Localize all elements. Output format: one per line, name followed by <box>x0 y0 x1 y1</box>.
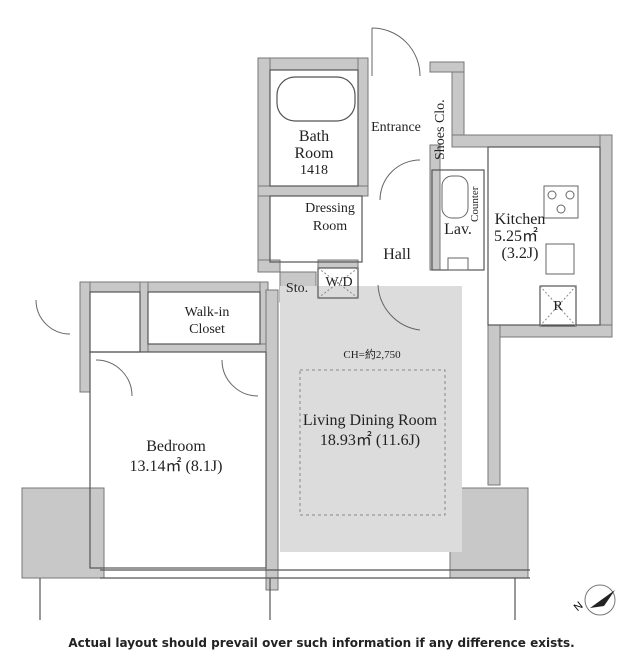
refrigerator-mark <box>539 285 577 327</box>
hall-label: Hall <box>383 246 411 263</box>
walkin-label-1: Walk-in <box>185 305 230 320</box>
bath-label-1: Bath <box>299 128 329 145</box>
living-rug-outline <box>299 369 446 516</box>
compass-icon: N <box>572 584 616 616</box>
bathtub <box>276 76 356 122</box>
lav-label: Lav. <box>444 221 472 238</box>
dressing-label-1: Dressing <box>305 201 355 216</box>
ceiling-height-label: CH=約2,750 <box>343 347 401 361</box>
bath-label-2: Room <box>294 145 334 162</box>
walls <box>21 57 613 591</box>
living-floor <box>280 286 462 552</box>
kitchen-fixtures <box>441 175 579 275</box>
door-swings <box>35 27 421 397</box>
washer-mark <box>317 267 359 299</box>
kitchen-label-1: Kitchen <box>495 211 546 228</box>
living-label-1: Living Dining Room <box>303 412 438 429</box>
compass-north-label: N <box>572 600 586 614</box>
kitchen-label-2: 5.25㎡ <box>494 227 538 245</box>
dressing-label-2: Room <box>313 219 347 234</box>
entrance-label: Entrance <box>371 120 421 135</box>
walkin-label-2: Closet <box>189 322 225 337</box>
counter-label: Counter <box>469 186 481 222</box>
wd-label: W/D <box>325 275 352 290</box>
living-label-2: 18.93㎡ (11.6J) <box>320 431 420 449</box>
interior-lines <box>39 69 601 620</box>
shoes-closet-label: Shoes Clo. <box>433 99 448 160</box>
storage-label: Sto. <box>286 281 308 296</box>
disclaimer-note: Actual layout should prevail over such i… <box>68 636 575 650</box>
bath-label-3: 1418 <box>300 163 328 178</box>
bedroom-label-1: Bedroom <box>146 438 206 455</box>
refrigerator-label: R <box>553 299 563 314</box>
bedroom-label-2: 13.14㎡ (8.1J) <box>130 457 223 475</box>
kitchen-label-3: (3.2J) <box>502 245 539 262</box>
